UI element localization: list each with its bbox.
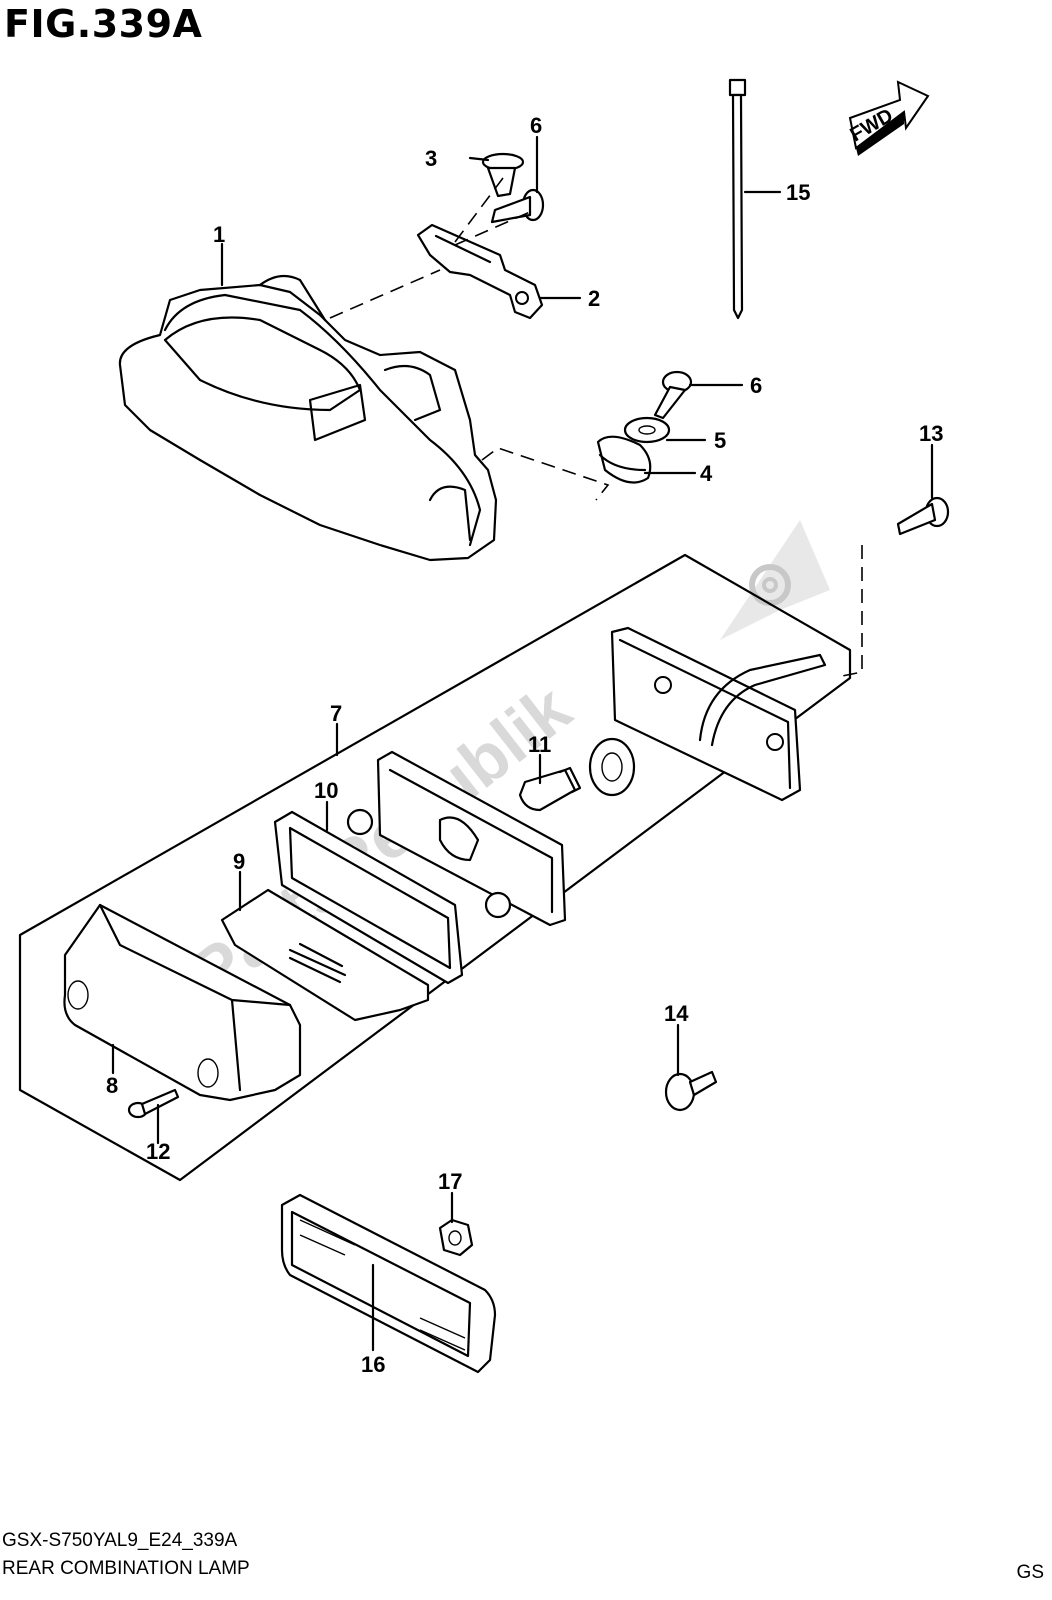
callout-15: 15 xyxy=(786,180,810,205)
figure-title: FIG.339A xyxy=(4,2,203,46)
region-tag: GS xyxy=(1016,1562,1044,1583)
callout-1: 1 xyxy=(213,222,225,247)
callout-6-upper: 6 xyxy=(530,113,542,138)
callout-labels: 1 2 3 4 5 6 6 7 8 9 10 11 12 13 14 15 16… xyxy=(106,113,943,1377)
callout-5: 5 xyxy=(714,428,726,453)
screw-13 xyxy=(896,496,950,536)
callout-12: 12 xyxy=(146,1139,170,1164)
tail-lamp-housing xyxy=(118,274,498,562)
screw-6-lower xyxy=(653,370,693,420)
clip-14 xyxy=(664,1070,718,1112)
lamp-base-7 xyxy=(588,626,827,802)
cable-tie-15 xyxy=(728,78,747,320)
reflector-16 xyxy=(280,1193,497,1374)
screw-12 xyxy=(127,1088,180,1119)
callout-8: 8 xyxy=(106,1073,118,1098)
callout-3: 3 xyxy=(425,146,437,171)
callout-7: 7 xyxy=(330,701,342,726)
fwd-direction-badge: FWD xyxy=(847,80,930,156)
diagram-code: GSX-S750YAL9_E24_339A xyxy=(2,1530,238,1551)
lamp-bracket xyxy=(416,223,544,320)
bolt-3 xyxy=(481,152,525,198)
washer-5 xyxy=(623,416,671,444)
callout-14: 14 xyxy=(664,1001,689,1026)
assembly-outline-7 xyxy=(18,553,852,1182)
socket-board xyxy=(346,750,567,927)
callout-13: 13 xyxy=(919,421,943,446)
lens-8 xyxy=(63,903,302,1102)
gasket-10 xyxy=(273,810,464,985)
callout-4: 4 xyxy=(700,461,713,486)
nut-17 xyxy=(438,1218,474,1257)
leader-lines xyxy=(111,135,934,1352)
callout-2: 2 xyxy=(588,286,600,311)
callout-16: 16 xyxy=(361,1352,385,1377)
grommet-4 xyxy=(596,435,652,484)
diagram-caption: REAR COMBINATION LAMP xyxy=(2,1558,250,1579)
callout-9: 9 xyxy=(233,849,245,874)
bulb-11 xyxy=(518,766,582,812)
callout-11: 11 xyxy=(528,732,551,757)
callout-17: 17 xyxy=(438,1169,462,1194)
callout-6-lower: 6 xyxy=(750,373,762,398)
callout-10: 10 xyxy=(314,778,338,803)
lens-clip-9 xyxy=(220,888,430,1022)
